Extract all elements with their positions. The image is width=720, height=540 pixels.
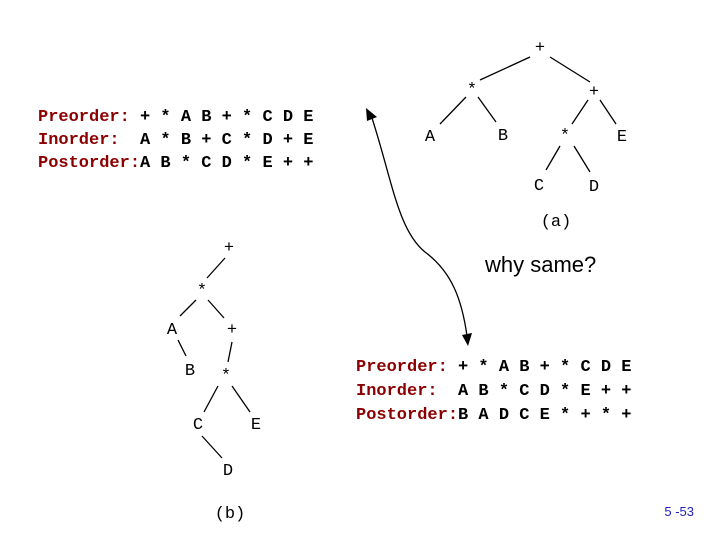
tree-b-nodes: + * A + B * C E D (b) [167, 239, 261, 524]
tree-a-edges [439, 56, 617, 173]
arrow-curve [371, 117, 468, 337]
inorder-value: A B * C D * E + + [458, 382, 631, 401]
postorder-label: Postorder: [38, 154, 140, 173]
tree-a-node-star2: * [560, 127, 570, 146]
tree-b-node-c: C [193, 416, 203, 435]
preorder-label: Preorder: [38, 108, 140, 127]
edge [477, 96, 497, 123]
postorder-value: A B * C D * E + + [140, 154, 313, 173]
inorder-value: A * B + C * D + E [140, 131, 313, 150]
edge [545, 145, 561, 171]
postorder-label: Postorder: [356, 406, 458, 425]
slide-number: 5 -53 [664, 504, 694, 519]
tree-a-node-a: A [425, 128, 436, 147]
edge [573, 145, 591, 173]
tree-a-node-c: C [534, 177, 544, 196]
tree-b-node-a: A [167, 321, 178, 340]
preorder-value: + * A B + * C D E [458, 358, 631, 377]
edge [549, 56, 591, 83]
preorder-line-b: Preorder: + * A B + * C D E [356, 358, 631, 377]
edge [177, 339, 187, 357]
edge [207, 299, 225, 319]
edge [206, 257, 226, 279]
traversals-a: Preorder: + * A B + * C D E Inorder: A *… [38, 108, 313, 173]
tree-a-root: + [535, 39, 545, 58]
traversals-b: Preorder: + * A B + * C D E Inorder: A B… [356, 358, 631, 425]
edge [439, 96, 467, 125]
postorder-line-b: Postorder:B A D C E * + * + [356, 406, 631, 425]
tree-b-node-e: E [251, 416, 261, 435]
question-text: why same? [484, 252, 596, 277]
tree-b-node-star2: * [221, 367, 231, 386]
tree-b-node-plus: + [227, 321, 237, 340]
tree-a-node-b: B [498, 127, 508, 146]
preorder-label: Preorder: [356, 358, 458, 377]
postorder-line-a: Postorder:A B * C D * E + + [38, 154, 313, 173]
edge [599, 99, 617, 125]
arrow-head-bottom [462, 333, 472, 346]
edge [227, 341, 233, 363]
inorder-label: Inorder: [356, 382, 458, 401]
edge [201, 435, 223, 459]
postorder-value: B A D C E * + * + [458, 406, 631, 425]
tree-a-node-e: E [617, 128, 627, 147]
edge [571, 99, 589, 125]
tree-a-caption: (a) [541, 213, 572, 232]
tree-b-node-star: * [197, 282, 207, 301]
tree-a-node-d: D [589, 178, 599, 197]
tree-a-nodes: + * + A B * E C D (a) [425, 39, 627, 232]
inorder-line-b: Inorder: A B * C D * E + + [356, 382, 631, 401]
tree-b-node-d: D [223, 462, 233, 481]
tree-b-node-b: B [185, 362, 195, 381]
preorder-line-a: Preorder: + * A B + * C D E [38, 108, 313, 127]
tree-b-root: + [224, 239, 234, 258]
tree-b-caption: (b) [215, 505, 246, 524]
edge [479, 56, 531, 81]
inorder-label: Inorder: [38, 131, 140, 150]
arrow-head-top [366, 108, 377, 121]
edge [231, 385, 251, 413]
tree-a-node-star: * [467, 81, 477, 100]
double-arrow-icon [366, 108, 472, 346]
inorder-line-a: Inorder: A * B + C * D + E [38, 131, 313, 150]
tree-a-node-plus: + [589, 83, 599, 102]
preorder-value: + * A B + * C D E [140, 108, 313, 127]
edge [179, 299, 197, 317]
tree-b-edges [177, 257, 251, 459]
edge [203, 385, 219, 413]
